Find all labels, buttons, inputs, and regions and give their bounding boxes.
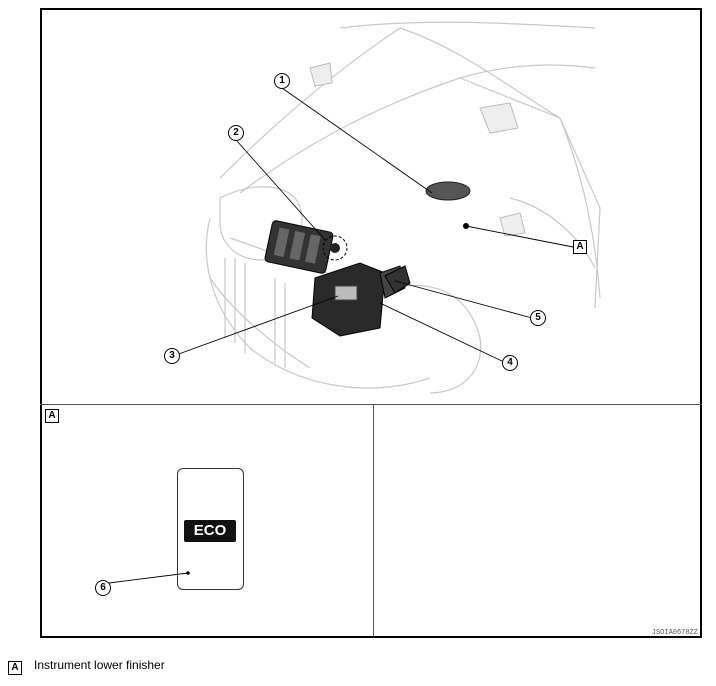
callout-2: 2 [228, 125, 244, 141]
legend-tag-a: A [8, 661, 22, 675]
eco-switch: ECO [184, 520, 236, 542]
view-tag-a-main: A [573, 240, 587, 254]
callout-3: 3 [164, 348, 180, 364]
callout-4: 4 [502, 355, 518, 371]
view-tag-a-panel: A [45, 409, 59, 423]
image-code: JSOIA0678ZZ [651, 629, 698, 637]
vehicle-illustration [175, 21, 601, 394]
panel-divider-horizontal [40, 404, 702, 405]
instrument-lower-finisher [177, 468, 244, 590]
callout-1: 1 [274, 73, 290, 89]
diagram-frame [40, 8, 702, 638]
panel-divider-vertical [373, 404, 374, 636]
callout-6: 6 [95, 580, 111, 596]
legend-text: Instrument lower finisher [34, 658, 165, 672]
callout-5: 5 [530, 310, 546, 326]
